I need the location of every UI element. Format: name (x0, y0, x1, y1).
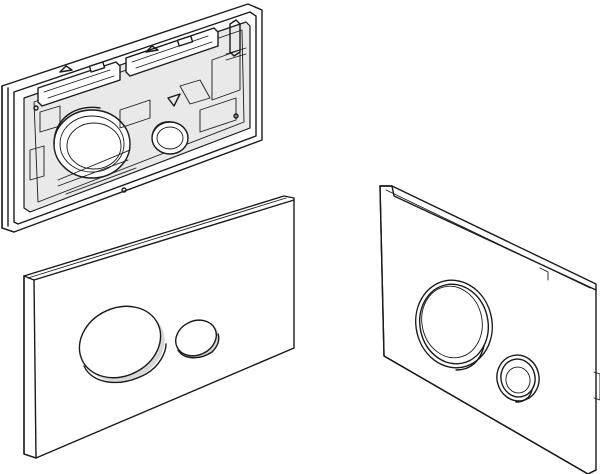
plate-angled-large-button (415, 279, 493, 371)
mounting-frame (1, 3, 263, 233)
plate-angled (379, 185, 600, 474)
frame-large-cavity (53, 109, 131, 179)
plate-front (23, 195, 295, 459)
frame-inner-rim (13, 11, 257, 225)
plate-front-large-button (78, 305, 162, 379)
plate-front-small-button (175, 319, 217, 357)
plate-angled-small-button (496, 354, 540, 403)
